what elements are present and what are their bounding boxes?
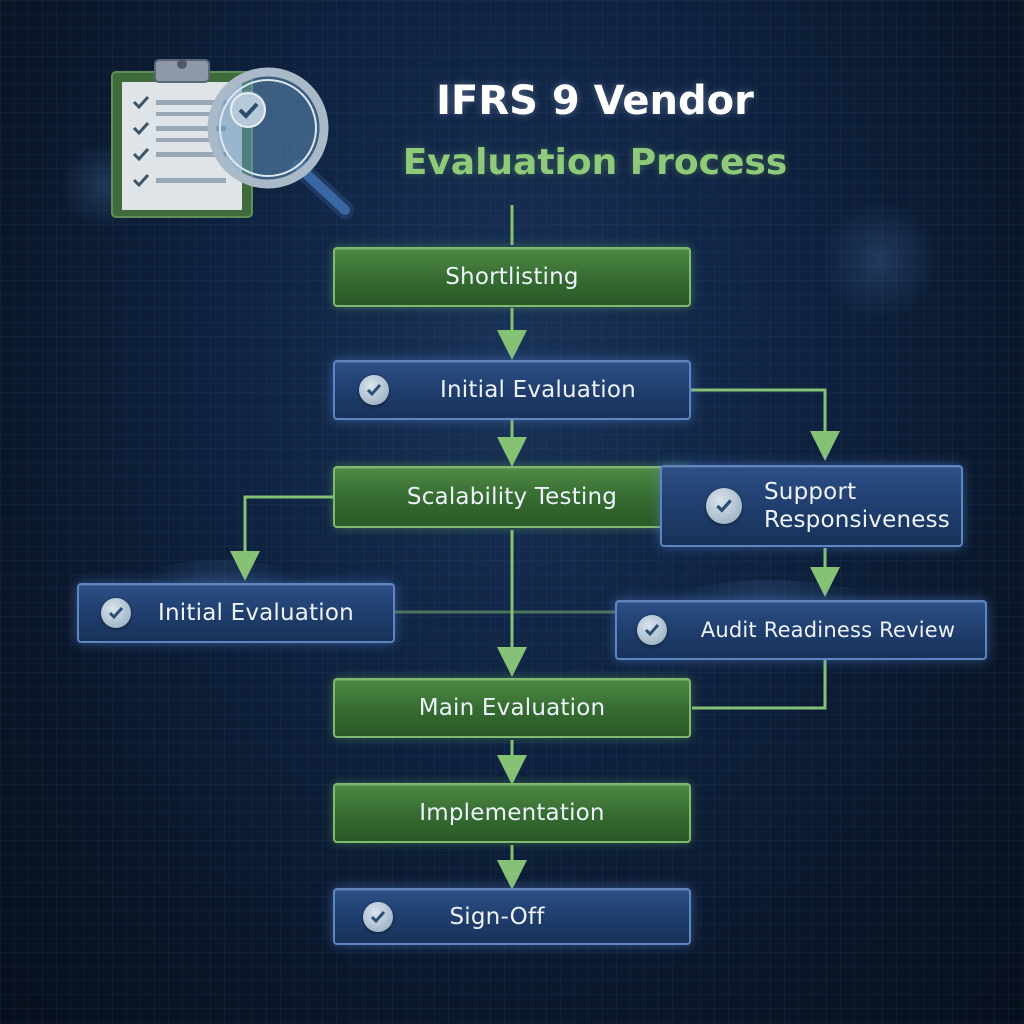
glow-spot <box>820 200 940 320</box>
node-initial-evaluation[interactable]: Initial Evaluation <box>333 360 691 420</box>
node-label: Sign-Off <box>449 903 545 930</box>
node-label: Main Evaluation <box>418 695 606 721</box>
diagram-title-line1: IFRS 9 Vendor <box>436 78 754 124</box>
node-label: Audit Readiness Review <box>700 618 956 642</box>
node-label: Initial Evaluation <box>440 377 636 403</box>
node-initial-evaluation-side[interactable]: Initial Evaluation <box>77 583 395 643</box>
diagram-title-line2: Evaluation Process <box>402 142 788 183</box>
node-shortlisting[interactable]: Shortlisting <box>333 247 691 307</box>
connector-initial-support <box>690 388 840 461</box>
clipboard-magnifier-illustration <box>111 59 354 219</box>
node-label: Shortlisting <box>445 264 579 290</box>
connector-scalability-side-initial <box>230 495 335 581</box>
node-label: Implementation <box>419 800 605 826</box>
node-sign-off[interactable]: Sign-Off <box>333 888 691 945</box>
stopwatch-icon <box>706 488 742 524</box>
magnifying-glass-icon <box>207 67 354 219</box>
check-circle-icon <box>359 375 389 405</box>
connector-audit-main <box>692 660 827 710</box>
node-audit-readiness-review[interactable]: Audit Readiness Review <box>615 600 987 660</box>
check-circle-icon <box>363 901 393 932</box>
node-implementation[interactable]: Implementation <box>333 783 691 843</box>
node-label: Support Responsiveness <box>764 479 950 533</box>
node-support-responsiveness[interactable]: Support Responsiveness <box>660 465 963 547</box>
node-label: Scalability Testing <box>406 484 618 510</box>
node-main-evaluation[interactable]: Main Evaluation <box>333 678 691 738</box>
node-scalability-testing[interactable]: Scalability Testing <box>333 466 691 528</box>
check-circle-icon <box>637 615 667 645</box>
node-label: Initial Evaluation <box>158 600 354 626</box>
check-circle-icon <box>101 598 131 628</box>
